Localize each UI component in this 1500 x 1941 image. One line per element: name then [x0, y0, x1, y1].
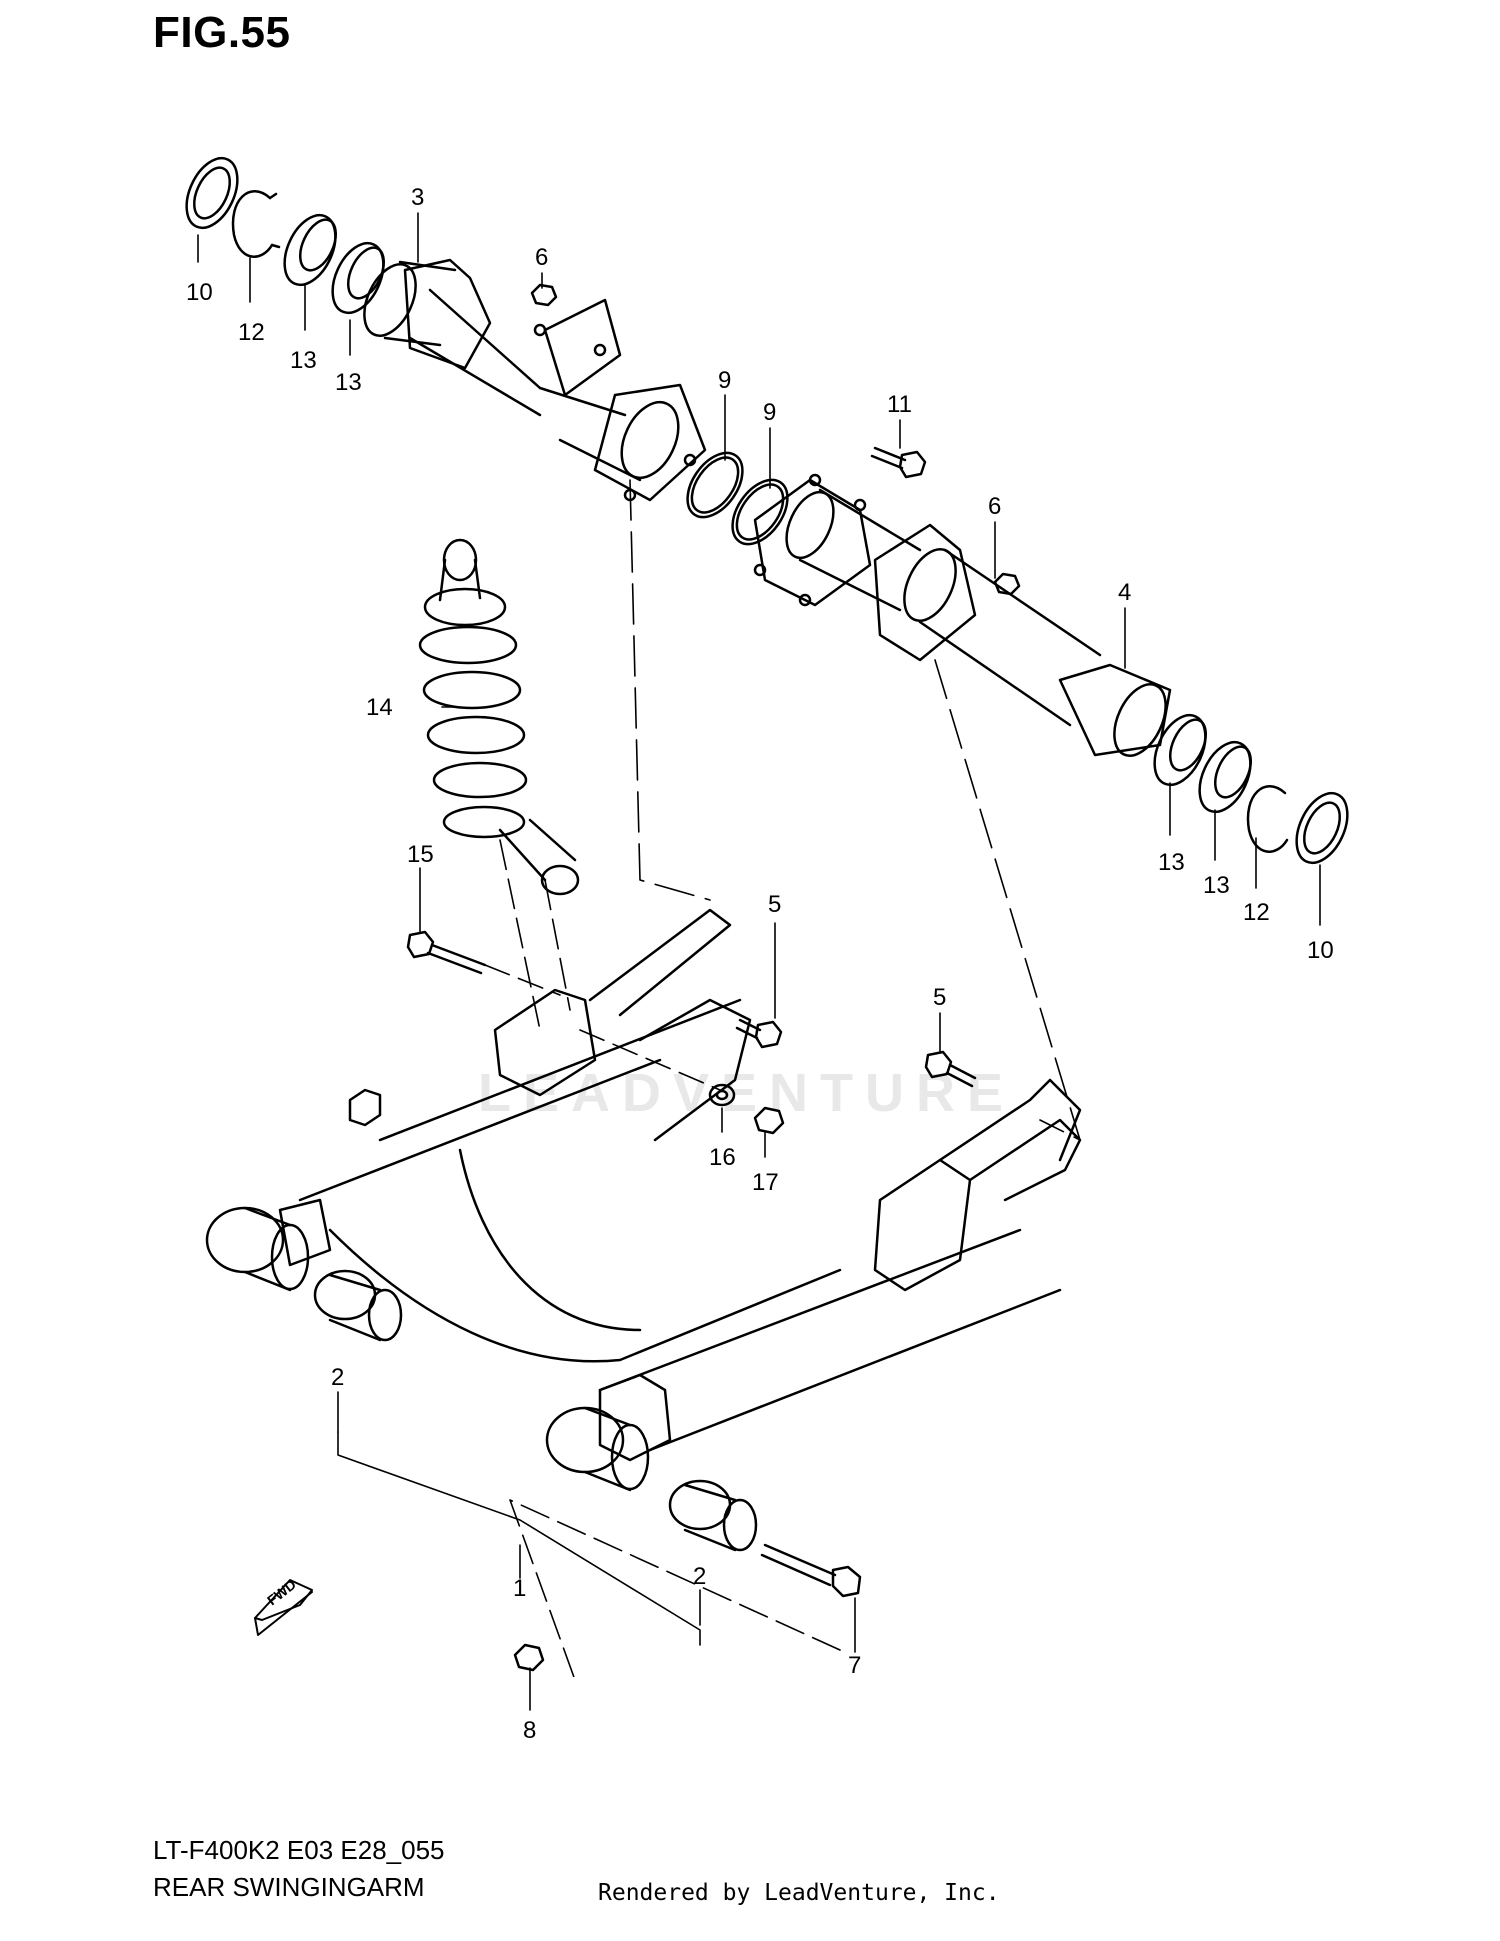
bearing-left-top-2 [331, 241, 385, 315]
bearing-right-1 [1153, 713, 1207, 787]
callout-8: 8 [523, 1717, 536, 1744]
callout-5: 5 [768, 891, 781, 918]
swingarm-bushing-left-2 [313, 1269, 403, 1342]
callout-16: 16 [709, 1144, 736, 1171]
o-ring-9-right [731, 478, 789, 546]
fwd-arrow-icon: FWD [254, 1576, 313, 1636]
callout-13: 13 [1158, 849, 1185, 876]
circlip-left-top [231, 190, 281, 258]
callout-4: 4 [1118, 579, 1131, 606]
figure-title: FIG.55 [153, 8, 291, 57]
nut-17 [753, 1106, 785, 1135]
oil-seal-right [1295, 791, 1349, 865]
callout-3: 3 [411, 184, 424, 211]
callout-6: 6 [535, 244, 548, 271]
bolt-5-right [924, 1050, 977, 1088]
swingarm-bushing-right-2 [668, 1479, 758, 1552]
callout-17: 17 [752, 1169, 779, 1196]
swingarm-bushing-right [545, 1406, 650, 1492]
callout-12: 12 [238, 319, 265, 346]
pivot-shaft-left [363, 258, 707, 502]
rear-swingarm [278, 908, 1082, 1462]
diagram-caption: REAR SWINGINGARM [153, 1872, 425, 1902]
leader-lines [197, 212, 1321, 1711]
callout-7: 7 [848, 1652, 861, 1679]
bearing-right-2 [1198, 740, 1252, 814]
callout-2: 2 [331, 1364, 344, 1391]
callout-5: 5 [933, 984, 946, 1011]
callout-6: 6 [988, 493, 1001, 520]
rear-shock-absorber [418, 538, 580, 896]
pivot-shaft-right [753, 473, 1172, 757]
callout-13: 13 [290, 347, 317, 374]
bearing-left-top-1 [283, 213, 337, 287]
callout-10: 10 [1307, 937, 1334, 964]
callout-1: 1 [513, 1575, 526, 1602]
callout-11: 11 [887, 391, 912, 418]
callout-13: 13 [1203, 872, 1230, 899]
callout-15: 15 [407, 841, 434, 868]
bolt-11 [870, 446, 927, 479]
callout-9: 9 [718, 367, 731, 394]
nut-6-left [530, 283, 558, 307]
callout-12: 12 [1243, 899, 1270, 926]
callout-labels: 10 12 13 13 3 6 9 9 11 6 4 14 13 13 12 1… [186, 184, 1334, 1744]
callout-10: 10 [186, 279, 213, 306]
callout-2: 2 [693, 1563, 706, 1590]
circlip-right [1246, 785, 1289, 853]
callout-14: 14 [366, 694, 393, 721]
callout-9: 9 [763, 399, 776, 426]
rendered-by-credit: Rendered by LeadVenture, Inc. [598, 1880, 1000, 1906]
bolt-15 [406, 930, 487, 975]
nut-8 [513, 1643, 545, 1672]
o-ring-9-left [686, 451, 744, 519]
nut-6-right [993, 572, 1021, 596]
swingarm-bushing-left [205, 1206, 310, 1292]
watermark-text: LEADVENTURE [478, 1063, 1016, 1123]
callout-13: 13 [335, 369, 362, 396]
model-code: LT-F400K2 E03 E28_055 [153, 1835, 445, 1865]
pivot-bolt-7 [760, 1543, 862, 1598]
oil-seal-left-top [185, 156, 239, 230]
